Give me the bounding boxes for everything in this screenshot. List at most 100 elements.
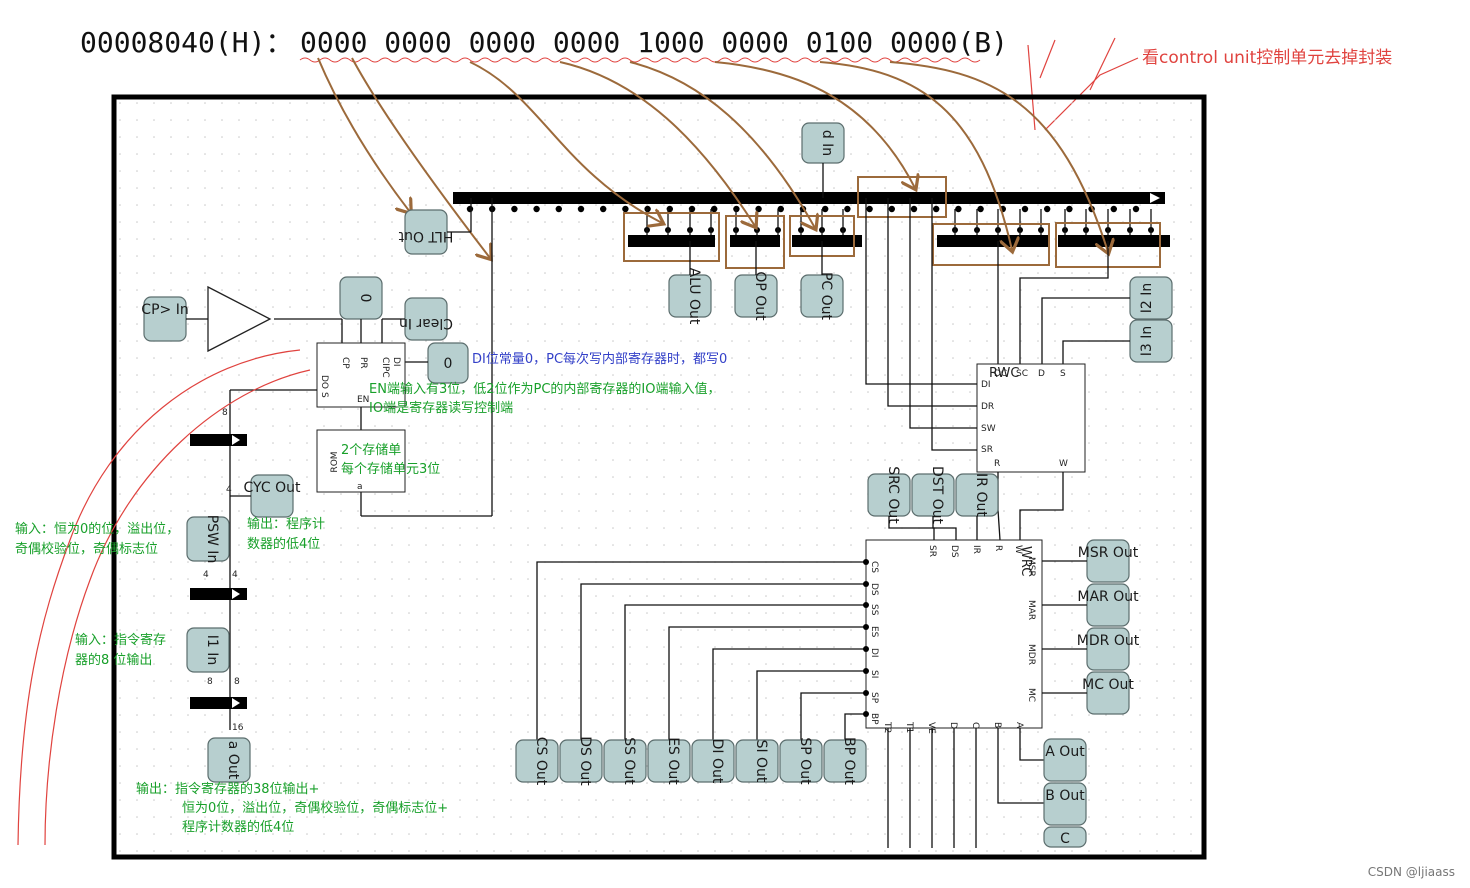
svg-text:S: S — [319, 392, 329, 398]
svg-text:CS: CS — [869, 561, 879, 573]
hex-value: 00008040(H)： — [80, 26, 293, 59]
terminal-src-out[interactable]: SRC Out — [867, 466, 911, 524]
bus-tap-dot — [622, 205, 629, 213]
svg-text:a Out: a Out — [225, 741, 241, 780]
terminal-B-out[interactable]: B Out — [1043, 782, 1087, 826]
bus-tap-dot — [1132, 205, 1140, 213]
pc-component: CP PR DI CIPC DO S EN — [316, 342, 406, 408]
rom-component: ROM a — [316, 429, 406, 493]
register-wire — [668, 626, 866, 740]
terminal-d-in[interactable]: d In — [801, 122, 845, 164]
terminal-ss-out[interactable]: SS Out — [603, 737, 647, 785]
svg-text:ES Out: ES Out — [665, 737, 681, 785]
bus-tap-dot — [777, 205, 784, 213]
svg-text:SS: SS — [869, 604, 879, 616]
terminal-clear-in[interactable]: Clear In — [399, 297, 453, 341]
ann-i1-2: 器的8 位输出 — [75, 652, 152, 668]
svg-text:BP: BP — [869, 713, 879, 725]
svg-text:C: C — [1060, 831, 1070, 847]
terminal-cp-in[interactable]: CP> In — [141, 296, 189, 342]
terminal-ir-out[interactable]: IR Out — [955, 473, 999, 517]
svg-text:DST Out: DST Out — [929, 466, 945, 525]
bus-tap-dot — [910, 205, 918, 213]
register-wire — [536, 561, 866, 740]
bus-width-8c: 8 — [234, 677, 240, 687]
svg-text:C: C — [970, 722, 980, 728]
terminal-msr-out[interactable]: MSR Out — [1078, 539, 1139, 583]
ann-out-1: 输出：指令寄存器的38位输出+ — [136, 781, 319, 797]
svg-text:CIPC: CIPC — [380, 357, 390, 378]
svg-text:SC: SC — [1016, 369, 1028, 379]
svg-text:SW: SW — [981, 424, 996, 434]
terminal-op-out[interactable]: OP Out — [734, 271, 778, 321]
bus-tap-dot — [888, 205, 895, 213]
ann-i1-1: 输入：指令寄存 — [75, 632, 166, 648]
svg-text:IR: IR — [971, 545, 981, 554]
svg-text:SP Out: SP Out — [797, 737, 813, 785]
terminal-hlt-out[interactable]: HLT Out — [398, 209, 453, 255]
bus-tap-dot — [822, 205, 829, 213]
svg-text:T1: T1 — [904, 721, 914, 733]
ann-psw-1: 输入：恒为0的位，溢出位， — [15, 521, 179, 537]
ann-psw-2: 奇偶校验位，奇偶标志位 — [15, 541, 158, 557]
svg-text:MSR Out: MSR Out — [1078, 545, 1139, 561]
terminal-es-out[interactable]: ES Out — [647, 737, 691, 785]
svg-text:SR: SR — [981, 445, 993, 455]
register-pin-dot — [863, 559, 869, 565]
svg-text:SR: SR — [927, 545, 937, 557]
svg-text:SS Out: SS Out — [621, 737, 637, 785]
svg-text:SI: SI — [869, 670, 879, 678]
terminal-cs-out[interactable]: CS Out — [515, 737, 559, 786]
highlight-box-alu — [623, 212, 720, 262]
svg-text:MDR Out: MDR Out — [1077, 633, 1140, 649]
terminal-A-out[interactable]: A Out — [1043, 738, 1087, 782]
register-wire — [580, 583, 866, 740]
svg-text:DI: DI — [981, 380, 991, 390]
binary-value: 0000 0000 0000 0000 1000 0000 0100 0000(… — [300, 26, 1008, 59]
svg-text:MAR: MAR — [1026, 600, 1036, 620]
terminal-i3-in[interactable]: I3 In — [1129, 319, 1173, 363]
red-curve-2 — [44, 369, 311, 846]
terminal-dst-out[interactable]: DST Out — [911, 466, 955, 525]
register-pin-dot — [863, 690, 869, 696]
terminal-i2-in[interactable]: I2 In — [1129, 276, 1173, 320]
svg-text:W: W — [1013, 545, 1023, 554]
brown-arrow-top — [714, 61, 915, 188]
terminal-i1-in[interactable]: I1 In — [186, 627, 230, 673]
bus-tap-dot — [1021, 205, 1029, 213]
svg-text:CP: CP — [340, 357, 350, 369]
const-zero-b[interactable]: 0 — [427, 342, 469, 384]
terminal-sp-out[interactable]: SP Out — [779, 737, 823, 785]
terminal-mar-out[interactable]: MAR Out — [1077, 583, 1139, 627]
brown-arrow-r1 — [819, 61, 1012, 250]
terminal-alu-out[interactable]: ALU Out — [668, 268, 712, 325]
ann-di-const: DI位常量0，PC每次写内部寄存器时，都写0 — [472, 351, 727, 367]
svg-text:MC: MC — [1026, 688, 1036, 702]
terminal-bp-out[interactable]: BP Out — [823, 737, 867, 785]
terminal-pc-out[interactable]: PC Out — [800, 272, 844, 321]
red-arrow-2 — [1089, 37, 1116, 91]
brown-arrow-pc — [629, 61, 815, 228]
svg-text:ROM: ROM — [330, 451, 340, 472]
terminal-mc-out[interactable]: MC Out — [1082, 671, 1134, 715]
svg-text:DC: DC — [994, 369, 1007, 379]
register-pin-dot — [863, 624, 869, 630]
bus-width-4a: 4 — [226, 485, 232, 495]
bus-tap-dot — [711, 205, 718, 213]
terminal-cyc-out[interactable]: CYC Out — [244, 474, 301, 518]
const-zero-a[interactable]: 0 — [339, 276, 383, 320]
terminal-ds-out[interactable]: DS Out — [559, 736, 603, 786]
svg-text:HLT Out: HLT Out — [398, 228, 453, 244]
terminal-psw-in[interactable]: PSW In — [186, 515, 230, 564]
terminal-a-out[interactable]: a Out — [207, 737, 251, 783]
terminal-C-out[interactable]: C — [1043, 826, 1087, 848]
terminal-si-out[interactable]: SI Out — [735, 739, 779, 783]
terminal-di-out[interactable]: DI Out — [691, 739, 735, 784]
ann-rom-1: 2个存储单 — [341, 443, 401, 458]
svg-text:DS Out: DS Out — [577, 736, 593, 786]
svg-text:CYC Out: CYC Out — [244, 480, 301, 496]
register-wire — [844, 713, 866, 740]
svg-text:DI: DI — [391, 357, 401, 367]
red-arrow-3 — [1039, 39, 1056, 79]
